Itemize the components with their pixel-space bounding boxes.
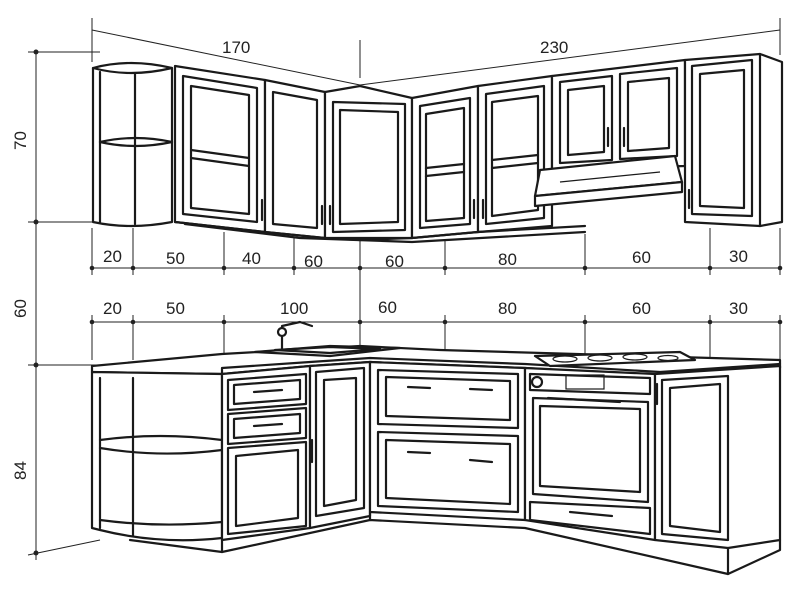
oven-knob-icon xyxy=(530,375,544,389)
dim-lower-seg-4: 60 xyxy=(378,298,397,317)
upper-hood-cabinet xyxy=(550,58,687,172)
sink xyxy=(253,320,402,358)
dimension-lines xyxy=(27,18,783,560)
dim-upper-seg-3: 40 xyxy=(242,249,261,268)
dim-upper-seg-1: 20 xyxy=(103,247,122,266)
base-corner-door xyxy=(308,360,372,530)
upper-glass-cabinet-4 xyxy=(410,84,480,240)
upper-right-cabinet xyxy=(683,52,784,228)
dim-upper-seg-6: 80 xyxy=(498,250,517,269)
upper-corner-cabinet xyxy=(323,84,414,242)
dim-upper-seg-4: 60 xyxy=(304,252,323,271)
dimension-labels: 170 230 70 60 84 20 50 40 60 60 80 60 30… xyxy=(11,38,748,480)
base-right-door xyxy=(653,364,782,550)
upper-door-cabinet-2 xyxy=(263,78,327,240)
upper-glass-cabinet-1 xyxy=(173,64,267,234)
dim-upper-seg-5: 60 xyxy=(385,252,404,271)
dim-lower-seg-5: 80 xyxy=(498,299,517,318)
base-open-shelf xyxy=(90,370,224,542)
dim-lower-seg-7: 30 xyxy=(729,299,748,318)
base-right-drawers xyxy=(368,360,527,522)
base-drawer-unit xyxy=(220,364,312,542)
dim-top-right: 230 xyxy=(540,38,568,57)
faucet-icon xyxy=(280,320,314,352)
dim-upper-seg-7: 60 xyxy=(632,248,651,267)
dim-lower-seg-6: 60 xyxy=(632,299,651,318)
base-cabinets xyxy=(90,320,782,576)
oven-unit xyxy=(523,366,657,542)
upper-open-shelf xyxy=(91,61,174,228)
dim-upper-seg-8: 30 xyxy=(729,247,748,266)
dim-vertical-upper: 70 xyxy=(11,131,30,150)
upper-cabinets xyxy=(91,52,784,244)
dim-lower-seg-3: 100 xyxy=(280,299,308,318)
dim-upper-seg-2: 50 xyxy=(166,249,185,268)
dim-top-left: 170 xyxy=(222,38,250,57)
dim-vertical-base: 84 xyxy=(11,461,30,480)
range-hood xyxy=(533,154,684,208)
upper-glass-cabinet-5 xyxy=(476,74,554,234)
dim-lower-seg-1: 20 xyxy=(103,299,122,318)
cooktop xyxy=(533,350,697,368)
dim-lower-seg-2: 50 xyxy=(166,299,185,318)
dim-vertical-gap: 60 xyxy=(11,299,30,318)
